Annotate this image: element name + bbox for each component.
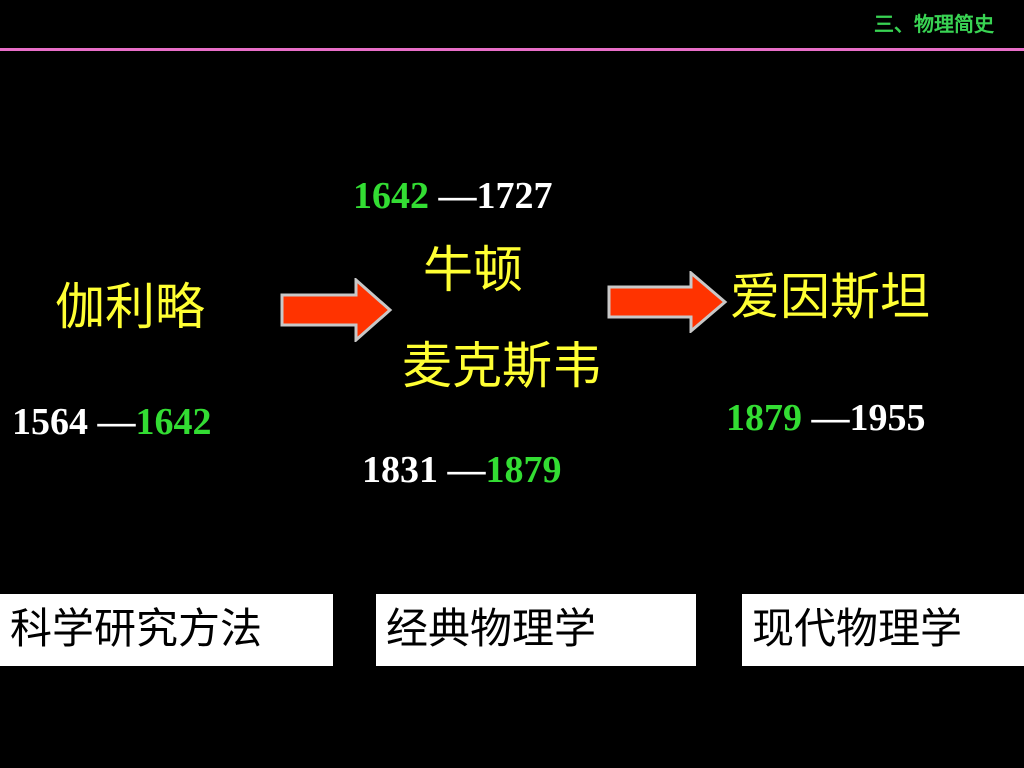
einstein-dash: — — [802, 397, 850, 439]
maxwell-name: 麦克斯韦 — [402, 337, 602, 395]
arrow-right-icon — [607, 271, 728, 333]
label-scientific-method: 科学研究方法 — [0, 594, 333, 666]
galileo-years: 1564 —1642 — [12, 403, 212, 441]
maxwell-dash: — — [438, 449, 486, 491]
galileo-name: 伽利略 — [55, 278, 205, 336]
newton-dash: — — [429, 175, 477, 217]
einstein-years: 1879 —1955 — [726, 399, 926, 437]
label-classical-physics: 经典物理学 — [376, 594, 696, 666]
galileo-dash: — — [88, 401, 136, 443]
galileo-year-end: 1642 — [135, 401, 212, 443]
newton-years: 1642 —1727 — [353, 177, 553, 215]
newton-year-end: 1727 — [476, 175, 553, 217]
page-title: 三、物理简史 — [874, 12, 994, 36]
header-divider — [0, 48, 1024, 51]
galileo-year-start: 1564 — [12, 401, 88, 443]
arrow-right-icon — [280, 278, 393, 342]
newton-year-start: 1642 — [353, 175, 429, 217]
einstein-year-start: 1879 — [726, 397, 802, 439]
newton-name: 牛顿 — [423, 241, 523, 299]
maxwell-year-end: 1879 — [485, 449, 562, 491]
einstein-year-end: 1955 — [849, 397, 926, 439]
einstein-name: 爱因斯坦 — [730, 268, 930, 326]
label-modern-physics: 现代物理学 — [742, 594, 1024, 666]
maxwell-years: 1831 —1879 — [362, 451, 562, 489]
maxwell-year-start: 1831 — [362, 449, 438, 491]
